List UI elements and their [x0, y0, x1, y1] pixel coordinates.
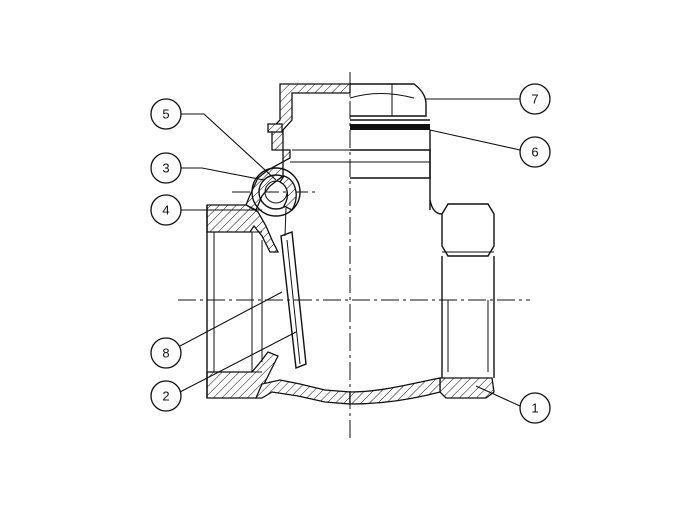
- bonnet-gasket-section: [267, 123, 283, 133]
- callout-label-7: 7: [531, 92, 538, 107]
- hex-cap: [350, 83, 427, 117]
- callout-3: 3: [150, 152, 182, 184]
- clapper-disc-inner: [286, 239, 301, 365]
- callout-label-6: 6: [531, 145, 538, 160]
- left-port-top-wall: [206, 204, 280, 253]
- right-port-hex: [441, 203, 495, 257]
- leader-lines: [179, 98, 521, 407]
- callout-5: 5: [150, 98, 182, 130]
- clapper-stem: [284, 207, 287, 237]
- callout-label-2: 2: [162, 389, 169, 404]
- body-upper-section: [245, 149, 291, 211]
- callout-4: 4: [150, 194, 182, 226]
- callout-2: 2: [150, 380, 182, 412]
- section-half: [206, 83, 351, 405]
- leader-2: [179, 331, 297, 393]
- exterior-half: [349, 83, 495, 405]
- callout-6: 6: [519, 136, 551, 168]
- body-bottom-right: [349, 377, 441, 405]
- right-port-body: [441, 256, 495, 378]
- leader-6: [429, 129, 521, 151]
- callout-label-4: 4: [162, 203, 169, 218]
- callout-label-8: 8: [162, 346, 169, 361]
- callout-label-1: 1: [531, 401, 538, 416]
- right-port-end-section: [439, 377, 495, 399]
- callout-label-3: 3: [162, 161, 169, 176]
- hinge-arm: [279, 175, 297, 211]
- neck-to-port: [429, 199, 443, 215]
- callout-8: 8: [150, 337, 182, 369]
- leader-5: [180, 113, 277, 181]
- hinge-housing-circle: [251, 167, 301, 217]
- gasket: [350, 124, 430, 130]
- leader-8: [179, 291, 283, 347]
- bonnet-section: [271, 83, 351, 151]
- callout-7: 7: [519, 83, 551, 115]
- leader-1: [475, 385, 521, 407]
- hex-cap-curve: [349, 93, 415, 99]
- callout-1: 1: [519, 392, 551, 424]
- body-neck: [350, 149, 431, 179]
- leader-3: [180, 167, 265, 181]
- callout-label-5: 5: [162, 107, 169, 122]
- body-bottom-section: [255, 379, 351, 405]
- clapper-disc: [280, 231, 307, 369]
